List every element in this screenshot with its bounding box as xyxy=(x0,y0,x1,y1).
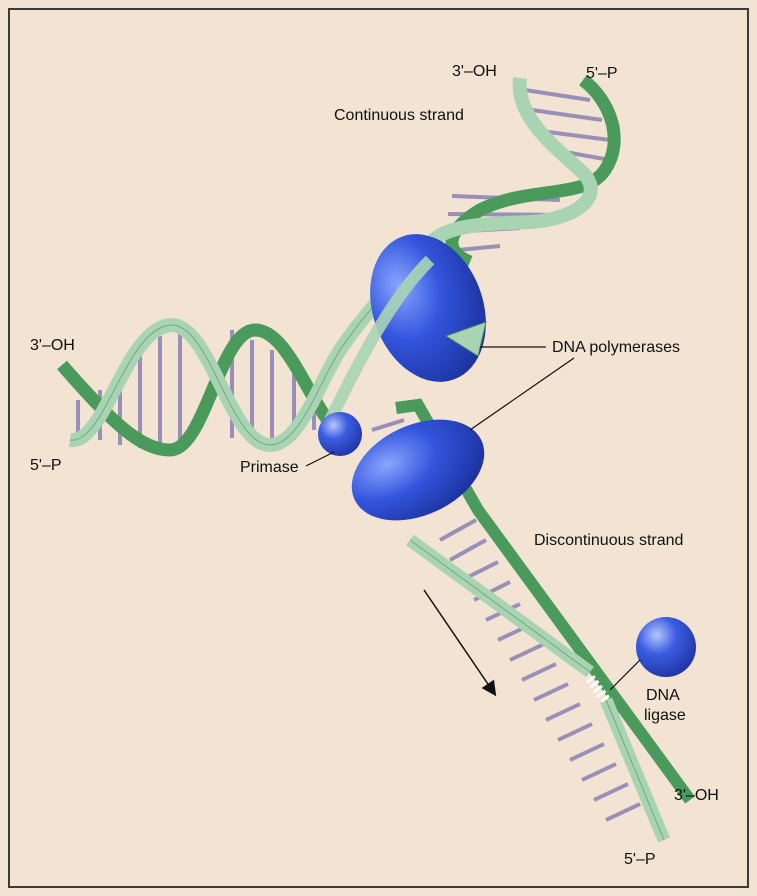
ligase-leader xyxy=(609,659,641,691)
dna-polymerases-label: DNA polymerases xyxy=(552,339,680,356)
frame-border xyxy=(8,8,749,888)
left-3oh-label: 3'–OH xyxy=(30,337,75,354)
lagging-base-pairs xyxy=(439,518,641,822)
polymerase-leader-bottom xyxy=(469,357,575,431)
dna-polymerase-bottom xyxy=(351,419,485,521)
bottom-5p-label: 5'–P xyxy=(624,851,656,868)
left-5p-label: 5'–P xyxy=(30,457,62,474)
continuous-strand-label: Continuous strand xyxy=(334,107,464,124)
dna-ligase-enzyme xyxy=(636,617,696,677)
primase-leader xyxy=(305,451,335,467)
primase-enzyme xyxy=(318,412,362,456)
top-5p-label: 5'–P xyxy=(586,65,618,82)
parental-strand-dark xyxy=(57,323,350,457)
dna-polymerase-top xyxy=(370,234,486,382)
parental-helix xyxy=(57,275,401,457)
discontinuous-strand-label: Discontinuous strand xyxy=(534,532,683,549)
dna-ligase-label-line1: DNA xyxy=(646,687,680,704)
top-3oh-label: 3'–OH xyxy=(452,63,497,80)
bottom-3oh-label: 3'–OH xyxy=(674,787,719,804)
nick-gap xyxy=(585,675,611,703)
primase-label: Primase xyxy=(240,459,299,476)
lagging-direction-arrow xyxy=(423,589,497,697)
dna-ligase-label-line2: ligase xyxy=(644,707,686,724)
